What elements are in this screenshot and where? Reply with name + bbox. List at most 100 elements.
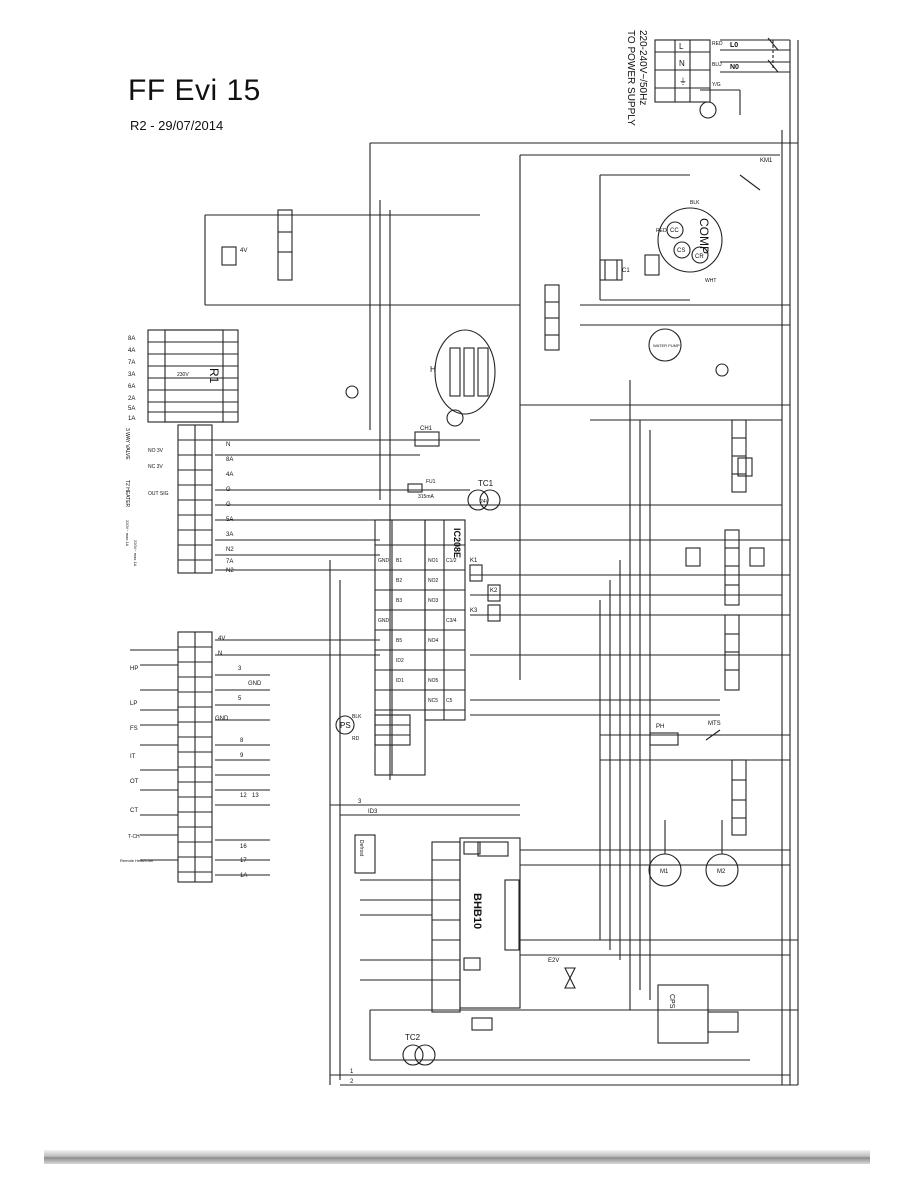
ctrl-pin-no5: NO5 <box>428 678 439 684</box>
power-supply-label: TO POWER SUPPLY <box>625 30 636 126</box>
ctrl-pin-id1: ID1 <box>396 678 404 684</box>
terminal-num-12: 12 <box>240 793 247 799</box>
r1-terminal-4a: 4A <box>128 348 135 354</box>
expansion-driver-label: BHB10 <box>471 893 483 929</box>
heater-label: H <box>430 365 436 374</box>
terminal-num-3: 3 <box>238 666 242 672</box>
r1-terminal-3a: 3A <box>128 372 135 378</box>
pressure-switch-wire-blk: BLK <box>352 714 362 720</box>
ctrl-pin-b1: B1 <box>396 558 402 564</box>
terminal-num-4v: 4V <box>218 636 225 642</box>
ctrl-pin-gnd2: GND <box>378 618 390 624</box>
terminal-num-9: 9 <box>240 753 244 759</box>
label-nc-3v: NC 3V <box>148 464 163 470</box>
r1-terminal-2a: 2A <box>128 396 135 402</box>
psu-terminal-n: N <box>679 59 685 68</box>
terminal-num-1a: 1A <box>240 873 247 879</box>
label-input-2: 220V~ max 1A <box>133 540 138 567</box>
terminal-num-4a: 4A <box>226 472 233 478</box>
ctrl-pin-nc5: NC5 <box>428 698 438 704</box>
capacitor-label: C1 <box>622 268 630 274</box>
fan-m1-label: M1 <box>660 869 669 875</box>
terminal-num-5a: 5A <box>226 517 233 523</box>
r1-terminal-7a: 7A <box>128 360 135 366</box>
relay-k1-label: K1 <box>470 558 478 564</box>
psu-terminal-l: L <box>679 42 684 51</box>
comp-wire-red: RED <box>656 228 667 234</box>
label-remote: Remote Heat/Cool <box>120 858 153 863</box>
ctrl-pin-b3: B3 <box>396 598 402 604</box>
label-t2-heater: T2 HEATER <box>124 480 130 508</box>
ctrl-pin-c34: C3/4 <box>446 618 457 624</box>
comp-terminal-cs: CS <box>677 248 685 254</box>
label-lp: LP <box>130 701 137 707</box>
phase-sequence-label: CPS <box>668 994 675 1009</box>
terminal-num-7a: 7A <box>226 559 233 565</box>
terminal-num-13: 13 <box>252 793 259 799</box>
resistor-ph-label: PH <box>656 724 664 730</box>
power-line-n0: N0 <box>730 64 739 71</box>
terminal-num-gnd1: GND <box>248 681 262 687</box>
r1-terminal-5a: 5A <box>128 406 135 412</box>
terminal-num-g1: G <box>226 487 231 493</box>
label-out-sig: OUT SIG <box>148 491 169 497</box>
compressor-label: COMP <box>697 218 711 254</box>
ctrl-pin-c12: C1/2 <box>446 558 457 564</box>
comp-terminal-cc: CC <box>670 228 679 234</box>
water-pump-label: WATER PUMP <box>653 343 680 348</box>
ctrl-pin-c5: C5 <box>446 698 453 704</box>
transformer-1-label: TC1 <box>478 479 494 488</box>
transformer-2-label: TC2 <box>405 1033 421 1042</box>
comp-terminal-cr: CR <box>695 254 704 260</box>
terminal-num-g2: G <box>226 502 231 508</box>
transformer-1-rating: 24V <box>480 499 490 505</box>
power-supply-spec: 220-240V~/50Hz <box>637 30 648 105</box>
terminal-num-3a: 3A <box>226 532 233 538</box>
terminal-num-gnd2: GND <box>215 716 229 722</box>
ctrl-pin-b2: B2 <box>396 578 402 584</box>
terminal-num-n2b: N2 <box>226 568 234 574</box>
relay-k2-label: K2 <box>490 588 498 594</box>
ctrl-pin-no4: NO4 <box>428 638 439 644</box>
pressure-switch-label: PS <box>340 721 351 730</box>
power-line-l0: L0 <box>730 42 738 49</box>
relay-board-label: R1 <box>207 368 221 384</box>
footer-bar <box>44 1150 870 1164</box>
main-controller-label: IC208E <box>452 528 462 558</box>
label-3-way-valve: 3 WAY VALVE <box>124 428 130 460</box>
electronic-valve-label: E2V <box>548 958 559 964</box>
label-it: IT <box>130 754 136 760</box>
r1-terminal-8a: 8A <box>128 336 135 342</box>
comp-wire-wht: WHT <box>705 278 716 284</box>
terminal-num-16: 16 <box>240 844 247 850</box>
label-input-1: 220V~ max 1A <box>125 520 130 547</box>
terminal-num-n: N <box>226 442 230 448</box>
contactor-label: KM1 <box>760 158 773 164</box>
label-ot: OT <box>130 779 139 785</box>
ctrl-pin-no2: NO2 <box>428 578 439 584</box>
defrost-label: Defrost <box>358 840 364 857</box>
diagram-title: FF Evi 15 <box>128 74 261 107</box>
relay-board-power: 230V <box>177 372 189 378</box>
fan-m2-label: M2 <box>717 869 726 875</box>
diagram-revision: R2 - 29/07/2014 <box>130 118 224 133</box>
ctrl-pin-no3: NO3 <box>428 598 439 604</box>
label-hp: HP <box>130 666 138 672</box>
fuse-label: FU1 <box>426 479 436 485</box>
ctrl-pin-gnd: GND <box>378 558 390 564</box>
reversing-valve-label: 4V <box>240 248 247 254</box>
bottom-label-1: 1 <box>350 1069 354 1075</box>
comp-wire-blk: BLK <box>690 200 700 206</box>
label-fs: FS <box>130 726 138 732</box>
wire-color-blu: BLU <box>712 62 722 68</box>
r1-terminal-1a: 1A <box>128 416 135 422</box>
pressure-switch-wire-rd: RD <box>352 736 360 742</box>
label-no-3v: NO 3V <box>148 448 164 454</box>
psu-terminal-ground: ⏚ <box>679 77 687 86</box>
terminal-num-8a: 8A <box>226 457 233 463</box>
label-t-ch: T-CH <box>128 834 140 840</box>
bottom-label-id3: ID3 <box>368 809 378 815</box>
label-ct: CT <box>130 808 138 814</box>
ctrl-pin-id2: ID2 <box>396 658 404 664</box>
